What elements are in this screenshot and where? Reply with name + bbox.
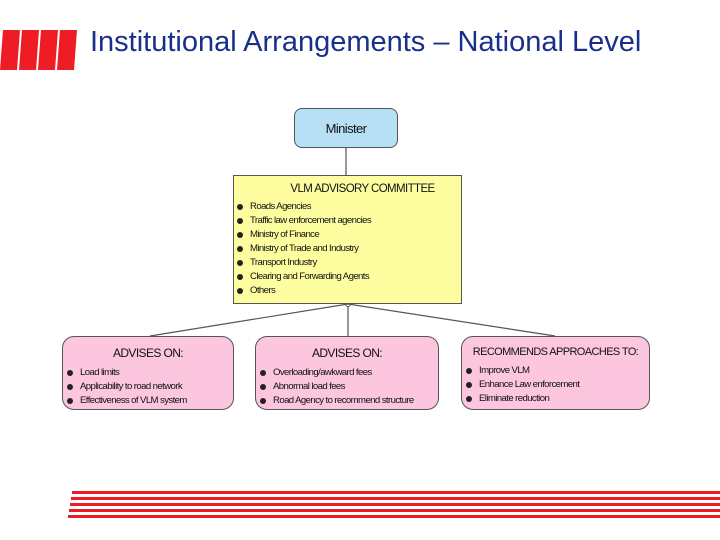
branch-item: Abnormal load fees [273, 381, 345, 392]
branch-item: Enhance Law enforcement [479, 379, 580, 390]
bullet-icon [237, 204, 243, 210]
branch-item-list: Load limits Applicability to road networ… [65, 366, 233, 408]
bullet-icon [67, 370, 73, 376]
minister-label: Minister [325, 120, 367, 136]
footer-stripe [70, 503, 720, 506]
slide-title: Institutional Arrangements – National Le… [90, 26, 642, 58]
committee-member: Transport Industry [250, 257, 317, 268]
bullet-icon [67, 398, 73, 404]
branch-item: Applicability to road network [80, 381, 183, 392]
committee-member: Clearing and Forwarding Agents [250, 271, 370, 282]
list-item: Roads Agencies [235, 200, 461, 214]
committee-member: Ministry of Finance [250, 229, 320, 240]
committee-member-list: Roads Agencies Traffic law enforcement a… [235, 200, 461, 298]
list-item: Eliminate reduction [464, 392, 649, 406]
logo-bar [19, 30, 39, 70]
list-item: Effectiveness of VLM system [65, 394, 233, 408]
branch-item: Road Agency to recommend structure [273, 395, 414, 406]
branch-connector-left [149, 303, 349, 337]
branch-item-list: Overloading/awkward fees Abnormal load f… [258, 366, 438, 408]
list-item: Applicability to road network [65, 380, 233, 394]
list-item: Transport Industry [235, 256, 461, 270]
bullet-icon [237, 274, 243, 280]
committee-title: VLM ADVISORY COMMITTEE [290, 183, 435, 195]
branch-item-list: Improve VLM Enhance Law enforcement Elim… [464, 364, 649, 406]
bullet-icon [237, 218, 243, 224]
branch-title: ADVISES ON: [311, 346, 383, 360]
branch-item: Improve VLM [479, 365, 530, 376]
branch-item: Overloading/awkward fees [273, 367, 372, 378]
bullet-icon [260, 370, 266, 376]
list-item: Traffic law enforcement agencies [235, 214, 461, 228]
bullet-icon [260, 384, 266, 390]
logo-bar [0, 30, 20, 70]
bullet-icon [466, 396, 472, 402]
branch-connector-right [347, 303, 556, 337]
bullet-icon [466, 368, 472, 374]
advises-on-limits-box: ADVISES ON: Load limits Applicability to… [62, 336, 234, 410]
bullet-icon [237, 232, 243, 238]
footer-stripe [71, 497, 720, 500]
red-bars-logo [0, 30, 77, 70]
footer-stripe [68, 515, 720, 518]
bullet-icon [237, 260, 243, 266]
list-item: Overloading/awkward fees [258, 366, 438, 380]
committee-member: Traffic law enforcement agencies [250, 215, 372, 226]
list-item: Abnormal load fees [258, 380, 438, 394]
logo-bar [38, 30, 58, 70]
branch-item: Eliminate reduction [479, 393, 550, 404]
advisory-committee-box: VLM ADVISORY COMMITTEE Roads Agencies Tr… [233, 175, 462, 304]
logo-bar [57, 30, 77, 70]
bullet-icon [260, 398, 266, 404]
list-item: Load limits [65, 366, 233, 380]
list-item: Road Agency to recommend structure [258, 394, 438, 408]
branch-title: ADVISES ON: [112, 346, 184, 360]
list-item: Enhance Law enforcement [464, 378, 649, 392]
list-item: Ministry of Trade and Industry [235, 242, 461, 256]
footer-stripe [69, 509, 720, 512]
bullet-icon [67, 384, 73, 390]
recommends-approaches-box: RECOMMENDS APPROACHES TO: Improve VLM En… [461, 336, 650, 410]
committee-member: Roads Agencies [250, 201, 312, 212]
bullet-icon [237, 246, 243, 252]
list-item: Improve VLM [464, 364, 649, 378]
advises-on-fees-box: ADVISES ON: Overloading/awkward fees Abn… [255, 336, 439, 410]
minister-box: Minister [294, 108, 398, 148]
list-item: Ministry of Finance [235, 228, 461, 242]
list-item: Others [235, 284, 461, 298]
branch-item: Effectiveness of VLM system [80, 395, 187, 406]
bullet-icon [466, 382, 472, 388]
branch-title: RECOMMENDS APPROACHES TO: [472, 346, 639, 358]
branch-item: Load limits [80, 367, 120, 378]
footer-stripe [72, 491, 720, 494]
committee-member: Others [250, 285, 276, 296]
list-item: Clearing and Forwarding Agents [235, 270, 461, 284]
bullet-icon [237, 288, 243, 294]
committee-member: Ministry of Trade and Industry [250, 243, 359, 254]
